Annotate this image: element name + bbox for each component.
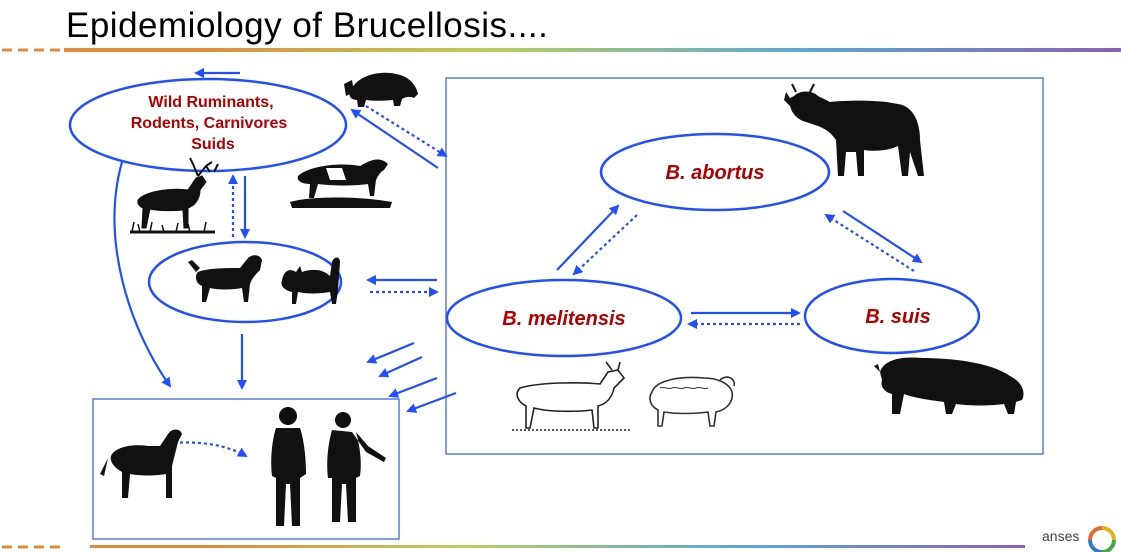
arrow-box-to-humans-1: [368, 343, 414, 362]
wildlife-label-3: Suids: [191, 136, 235, 153]
arrow-wild-to-box: [366, 106, 446, 156]
arrow-box-to-humans-4: [408, 393, 456, 411]
abortus-label: B. abortus: [666, 162, 765, 184]
sheep-icon: [650, 377, 734, 426]
melitensis-label: B. melitensis: [502, 308, 625, 330]
pig-icon: [874, 358, 1024, 414]
bottom-divider: [2, 545, 1025, 548]
arrow-abortus-to-suis: [843, 211, 921, 262]
wildlife-label-1: Wild Ruminants,: [148, 94, 273, 111]
humans-icon: [271, 407, 386, 526]
arrow-box-to-humans-3: [390, 378, 437, 396]
horse-icon: [100, 430, 182, 499]
anses-logo-icon: [1090, 528, 1114, 552]
wildlife-label-2: Rodents, Carnivores: [131, 115, 288, 132]
boar-icon: [344, 73, 418, 107]
top-divider: [2, 48, 1121, 52]
arrow-abortus-to-meli: [574, 215, 637, 274]
arrow-box-to-wild: [352, 110, 438, 168]
arrow-box-to-humans-2: [380, 357, 422, 376]
suis-label: B. suis: [865, 306, 931, 328]
wolf-icon: [290, 160, 392, 208]
arrow-suis-to-abortus: [826, 215, 914, 271]
goat-icon: [512, 362, 630, 430]
brand-name: anses: [1042, 528, 1079, 544]
